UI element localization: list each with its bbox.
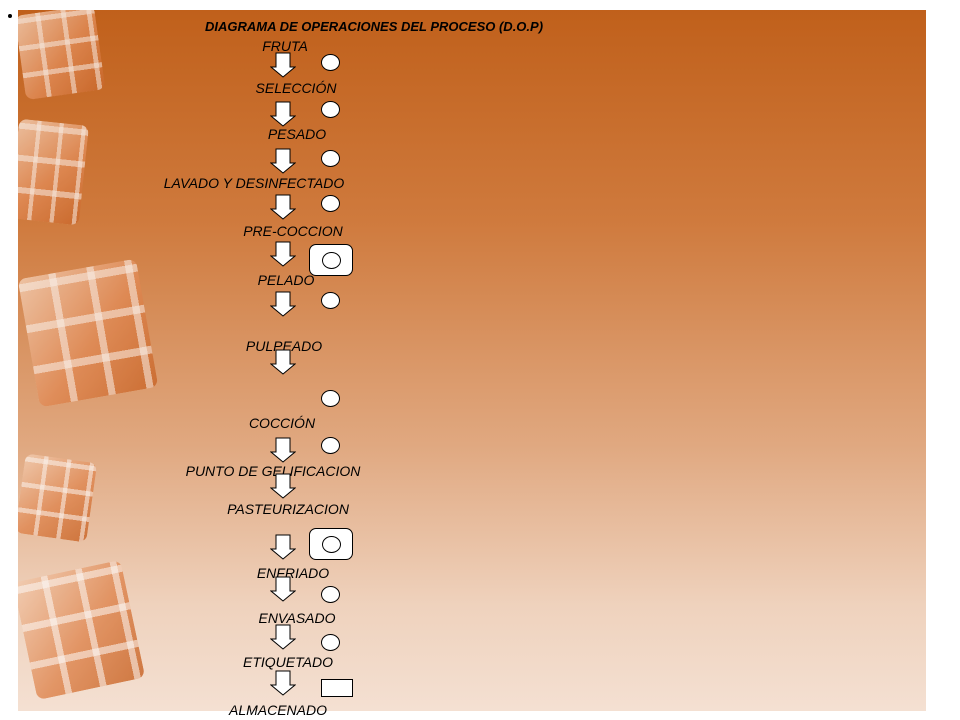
operation-circle-icon [321,195,340,212]
operation-circle-icon [321,586,340,603]
flow-arrow-icon [270,148,296,174]
step-label: LAVADO Y DESINFECTADO [163,175,345,191]
step-label: ENFRIADO [256,565,330,581]
step-label: PASTEURIZACION [227,501,349,517]
diagram-title: DIAGRAMA DE OPERACIONES DEL PROCESO (D.O… [205,19,544,34]
decorative-cube [18,10,106,101]
decorative-cube [18,453,98,543]
flow-arrow-icon [270,241,296,267]
combined-operation-icon [309,244,353,276]
step-label: FRUTA [262,38,308,54]
inner-circle-icon [322,252,341,269]
combined-operation-icon [309,528,353,560]
step-label: ETIQUETADO [243,654,333,670]
step-label: ALMACENADO [228,702,328,718]
step-label: PELADO [257,272,315,288]
step-label: PRE-COCCION [243,223,343,239]
step-label: PESADO [267,126,327,142]
operation-circle-icon [321,390,340,407]
flow-arrow-icon [270,534,296,560]
flow-arrow-icon [270,670,296,696]
flow-arrow-icon [270,194,296,220]
step-label: ENVASADO [258,610,336,626]
flow-arrow-icon [270,291,296,317]
flow-arrow-icon [270,576,296,602]
operation-circle-icon [321,634,340,651]
step-label: PUNTO DE GELIFICACION [185,463,361,479]
flow-arrow-icon [270,473,296,499]
inner-circle-icon [322,536,341,553]
slide-background [18,10,926,711]
flow-arrow-icon [270,624,296,650]
operation-circle-icon [321,292,340,309]
decorative-cube [18,559,146,701]
flow-arrow-icon [270,101,296,127]
decorative-cube [18,258,159,408]
operation-circle-icon [321,54,340,71]
operation-circle-icon [321,437,340,454]
flow-arrow-icon [270,349,296,375]
step-label: COCCIÓN [248,415,316,431]
decorative-cube [18,118,90,226]
storage-box-icon [321,679,353,697]
step-label: SELECCIÓN [255,80,337,96]
step-label: PULPEADO [245,338,323,354]
flow-arrow-icon [270,437,296,463]
flow-arrow-icon [270,52,296,78]
bullet-point [8,14,12,18]
operation-circle-icon [321,101,340,118]
operation-circle-icon [321,150,340,167]
